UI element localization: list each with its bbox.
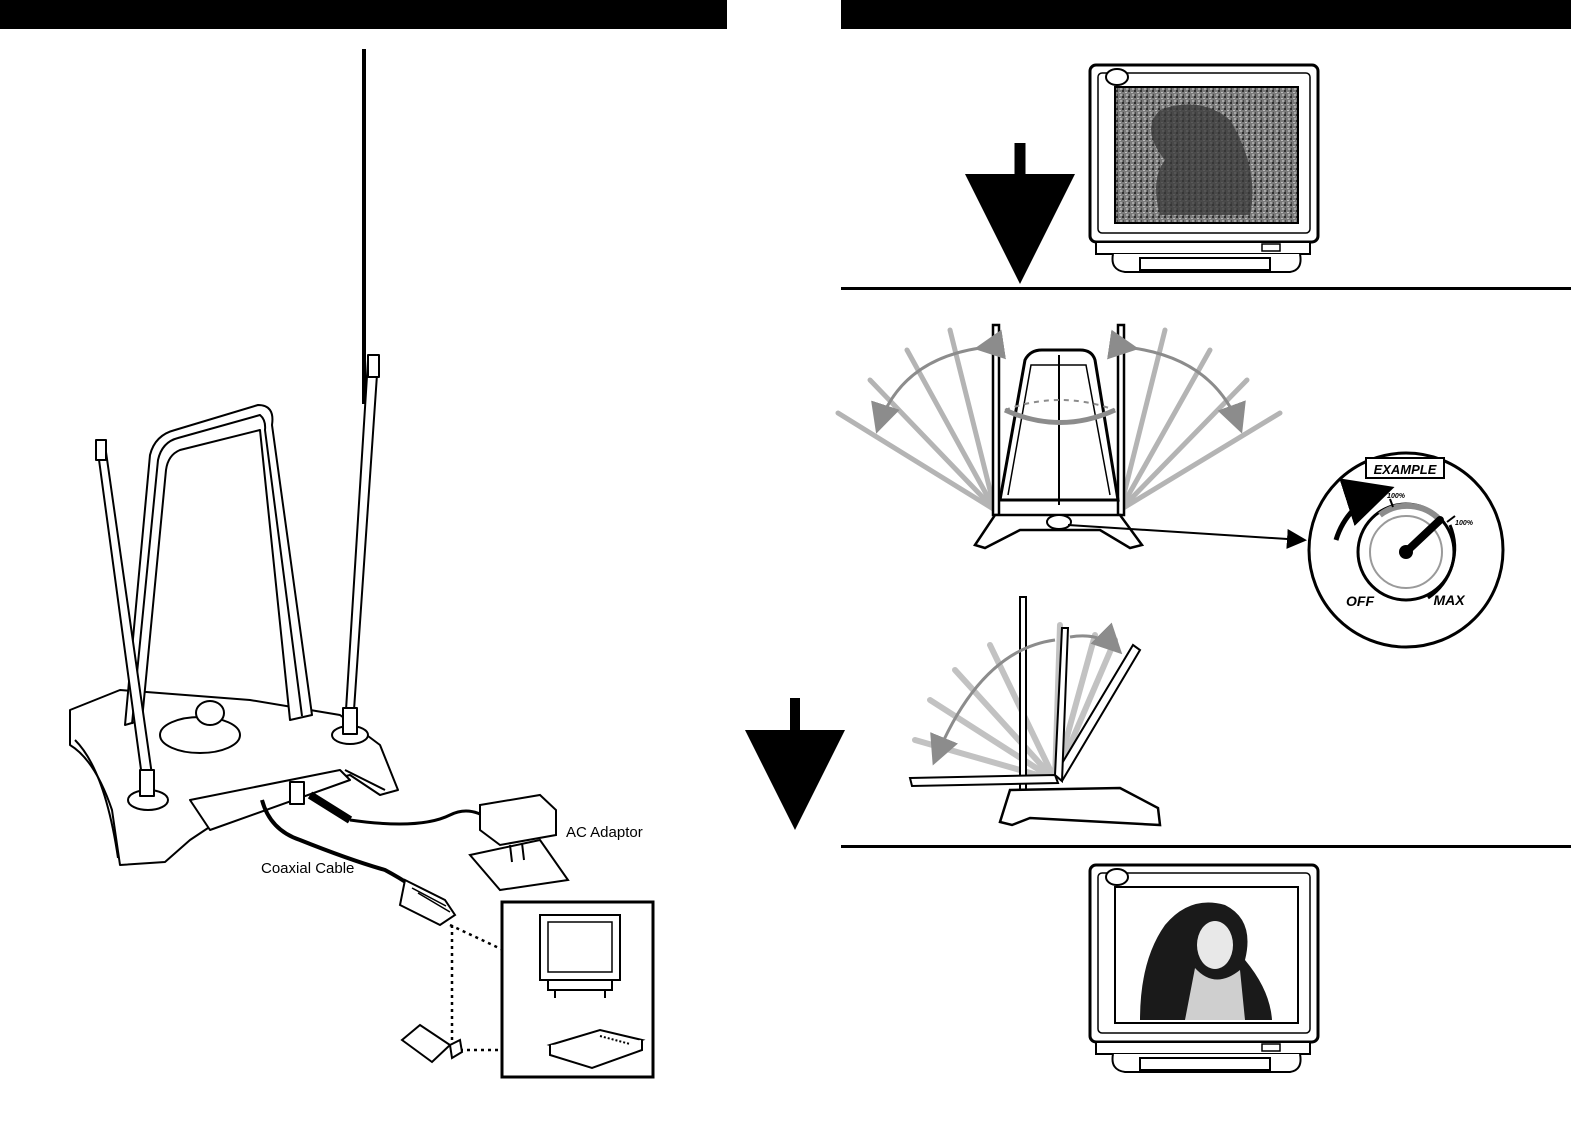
- left-column-divider: [362, 49, 366, 404]
- tv-noisy: [1090, 65, 1318, 272]
- tv-clear: [1090, 865, 1318, 1072]
- antenna-rotation-diagram: [838, 325, 1280, 548]
- rod-tilt-diagram: [910, 597, 1160, 825]
- dial-off-label: OFF: [1346, 593, 1374, 609]
- coaxial-cable-label: Coaxial Cable: [261, 860, 354, 877]
- dial-mark-inner: 100%: [1387, 493, 1406, 500]
- dc-input-jack: [290, 782, 304, 804]
- dial-example-label: EXAMPLE: [1374, 462, 1437, 477]
- coax-connector-icon: [400, 880, 455, 925]
- ac-adaptor-label: AC Adaptor: [566, 824, 643, 841]
- antenna-assembly: [70, 355, 398, 865]
- right-telescopic-rod: [346, 360, 378, 710]
- uhf-loop: [125, 405, 312, 725]
- small-tv-icon: [540, 915, 620, 998]
- dial-max-label: MAX: [1433, 592, 1466, 608]
- ac-adaptor-icon: [480, 795, 556, 845]
- gain-dial: [1309, 453, 1503, 647]
- dial-mark-outer: 100%: [1455, 520, 1474, 527]
